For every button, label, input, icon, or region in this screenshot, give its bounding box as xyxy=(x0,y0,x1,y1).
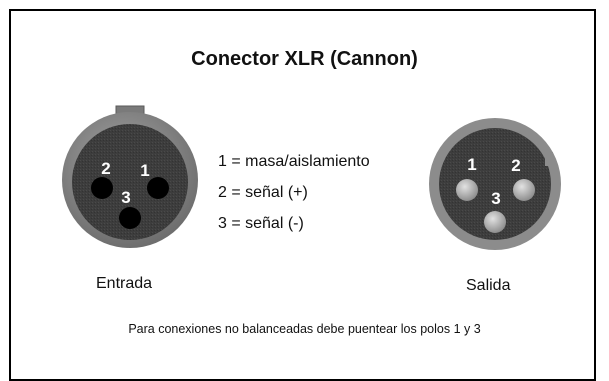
pin-2 xyxy=(513,179,535,201)
pin-label-3: 3 xyxy=(491,189,500,208)
key-notch xyxy=(545,152,553,166)
socket-2 xyxy=(91,177,113,199)
pin-label-1: 1 xyxy=(467,155,476,174)
wiring-note: Para conexiones no balanceadas debe puen… xyxy=(128,322,481,336)
pin-label-2: 2 xyxy=(511,156,520,175)
xlr-male-output-connector: 1 2 3 xyxy=(429,118,561,250)
pin-legend-item-1: 1 = masa/aislamiento xyxy=(218,153,370,170)
input-caption: Entrada xyxy=(96,275,153,292)
pin-legend-item-2: 2 = señal (+) xyxy=(218,184,308,201)
pin-3 xyxy=(484,211,506,233)
pin-1 xyxy=(456,179,478,201)
inner-face xyxy=(72,124,188,240)
diagram-title: Conector XLR (Cannon) xyxy=(191,48,418,70)
output-caption: Salida xyxy=(466,277,511,294)
xlr-female-input-connector: 2 1 3 xyxy=(62,105,198,248)
socket-label-3: 3 xyxy=(121,188,130,207)
socket-label-2: 2 xyxy=(101,159,110,178)
socket-3 xyxy=(119,207,141,229)
socket-label-1: 1 xyxy=(140,161,149,180)
pin-legend: 1 = masa/aislamiento 2 = señal (+) 3 = s… xyxy=(218,146,370,239)
pin-legend-item-3: 3 = señal (-) xyxy=(218,215,304,232)
socket-1 xyxy=(147,177,169,199)
inner-face xyxy=(439,128,551,240)
